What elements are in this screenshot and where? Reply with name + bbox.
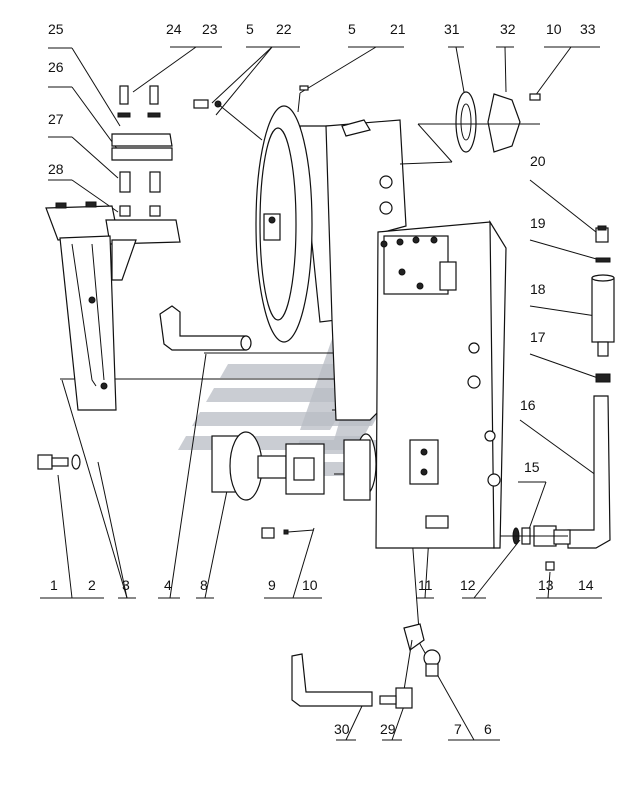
label-21: 21 bbox=[390, 21, 406, 37]
callout-23-24 bbox=[132, 46, 222, 93]
label-22: 22 bbox=[276, 21, 292, 37]
axis-22 bbox=[217, 103, 263, 141]
pin-9 bbox=[261, 527, 275, 539]
label-18: 18 bbox=[530, 281, 546, 297]
label-28: 28 bbox=[48, 161, 64, 177]
transmission-casing-11 bbox=[325, 119, 507, 549]
label-33: 33 bbox=[580, 21, 596, 37]
label-31: 31 bbox=[444, 21, 460, 37]
label-26: 26 bbox=[48, 59, 64, 75]
filter-18 bbox=[591, 274, 615, 357]
label-10-top: 10 bbox=[546, 21, 562, 37]
ring-17 bbox=[595, 373, 611, 383]
label-25: 25 bbox=[48, 21, 64, 37]
label-30: 30 bbox=[334, 721, 350, 737]
leader-4 bbox=[169, 353, 207, 599]
axis-cover-c bbox=[399, 161, 453, 165]
axis-cover-b bbox=[417, 123, 453, 163]
nut-28 bbox=[119, 205, 161, 217]
label-20: 20 bbox=[530, 153, 546, 169]
spacer-27 bbox=[119, 171, 161, 193]
callout-labels: 25 24 23 5 22 5 21 31 32 10 33 26 27 28 … bbox=[48, 21, 596, 737]
label-2: 2 bbox=[88, 577, 96, 593]
plate-26 bbox=[111, 147, 173, 161]
bolt-22 bbox=[193, 99, 209, 109]
leader-27b bbox=[71, 136, 119, 179]
leader-17 bbox=[529, 353, 599, 379]
label-24: 24 bbox=[166, 21, 182, 37]
callout-31 bbox=[448, 46, 465, 93]
leader-12 bbox=[473, 539, 521, 599]
label-5-mid: 5 bbox=[348, 21, 356, 37]
label-29: 29 bbox=[380, 721, 396, 737]
bolt-1 bbox=[37, 454, 69, 470]
leader-20 bbox=[529, 179, 597, 233]
label-15: 15 bbox=[524, 459, 540, 475]
leader-1-2 bbox=[57, 474, 73, 599]
seal-19 bbox=[595, 257, 611, 263]
coupling-joint bbox=[285, 433, 377, 501]
connector-14 bbox=[553, 529, 571, 545]
washer-23 bbox=[117, 112, 161, 118]
leader-26b bbox=[71, 86, 119, 151]
leader-19 bbox=[529, 239, 601, 261]
washer-2 bbox=[71, 454, 81, 470]
leader-3 bbox=[61, 379, 128, 599]
label-19: 19 bbox=[530, 215, 546, 231]
fitting-29 bbox=[379, 687, 413, 709]
screw-21 bbox=[299, 85, 309, 91]
callout-32 bbox=[496, 46, 514, 93]
bolt-33 bbox=[529, 93, 541, 101]
leader-16 bbox=[519, 419, 601, 479]
bolt-24 bbox=[119, 85, 159, 105]
leader-13-14 bbox=[547, 571, 551, 599]
axis-valve bbox=[403, 639, 413, 691]
label-1: 1 bbox=[50, 577, 58, 593]
leader-3b bbox=[97, 461, 128, 599]
label-6: 6 bbox=[484, 721, 492, 737]
pin-10 bbox=[283, 529, 289, 535]
leader-30 bbox=[345, 705, 363, 741]
plug-20 bbox=[595, 225, 609, 243]
callout-5-22 bbox=[211, 46, 300, 116]
leader-29 bbox=[391, 705, 405, 741]
label-8: 8 bbox=[200, 577, 208, 593]
label-3: 3 bbox=[122, 577, 130, 593]
label-17: 17 bbox=[530, 329, 546, 345]
pipe-4 bbox=[159, 305, 252, 351]
label-12: 12 bbox=[460, 577, 476, 593]
leader-8 bbox=[204, 475, 231, 599]
cover-31 bbox=[455, 91, 477, 153]
label-4: 4 bbox=[164, 577, 172, 593]
callout-5-21 bbox=[297, 46, 404, 113]
label-11: 11 bbox=[418, 577, 433, 593]
leader-15b bbox=[527, 481, 547, 533]
axis-9-10 bbox=[287, 529, 315, 533]
nut-13 bbox=[545, 561, 555, 571]
plate-25 bbox=[111, 133, 173, 147]
cover-32 bbox=[487, 93, 521, 153]
leader-9-10 bbox=[292, 527, 315, 599]
mounting-bracket-3 bbox=[45, 201, 181, 411]
callout-10-33 bbox=[534, 46, 600, 97]
valve-7 bbox=[403, 623, 441, 677]
label-14: 14 bbox=[578, 577, 594, 593]
leader-25b bbox=[71, 47, 121, 127]
label-27: 27 bbox=[48, 111, 64, 127]
label-9: 9 bbox=[268, 577, 276, 593]
hose-16 bbox=[567, 395, 611, 549]
label-7: 7 bbox=[454, 721, 462, 737]
label-23: 23 bbox=[202, 21, 218, 37]
label-32: 32 bbox=[500, 21, 516, 37]
label-13: 13 bbox=[538, 577, 554, 593]
pipe-30 bbox=[291, 653, 373, 707]
label-16: 16 bbox=[520, 397, 536, 413]
label-5-top: 5 bbox=[246, 21, 254, 37]
leader-18 bbox=[529, 305, 597, 317]
label-10-bottom: 10 bbox=[302, 577, 318, 593]
